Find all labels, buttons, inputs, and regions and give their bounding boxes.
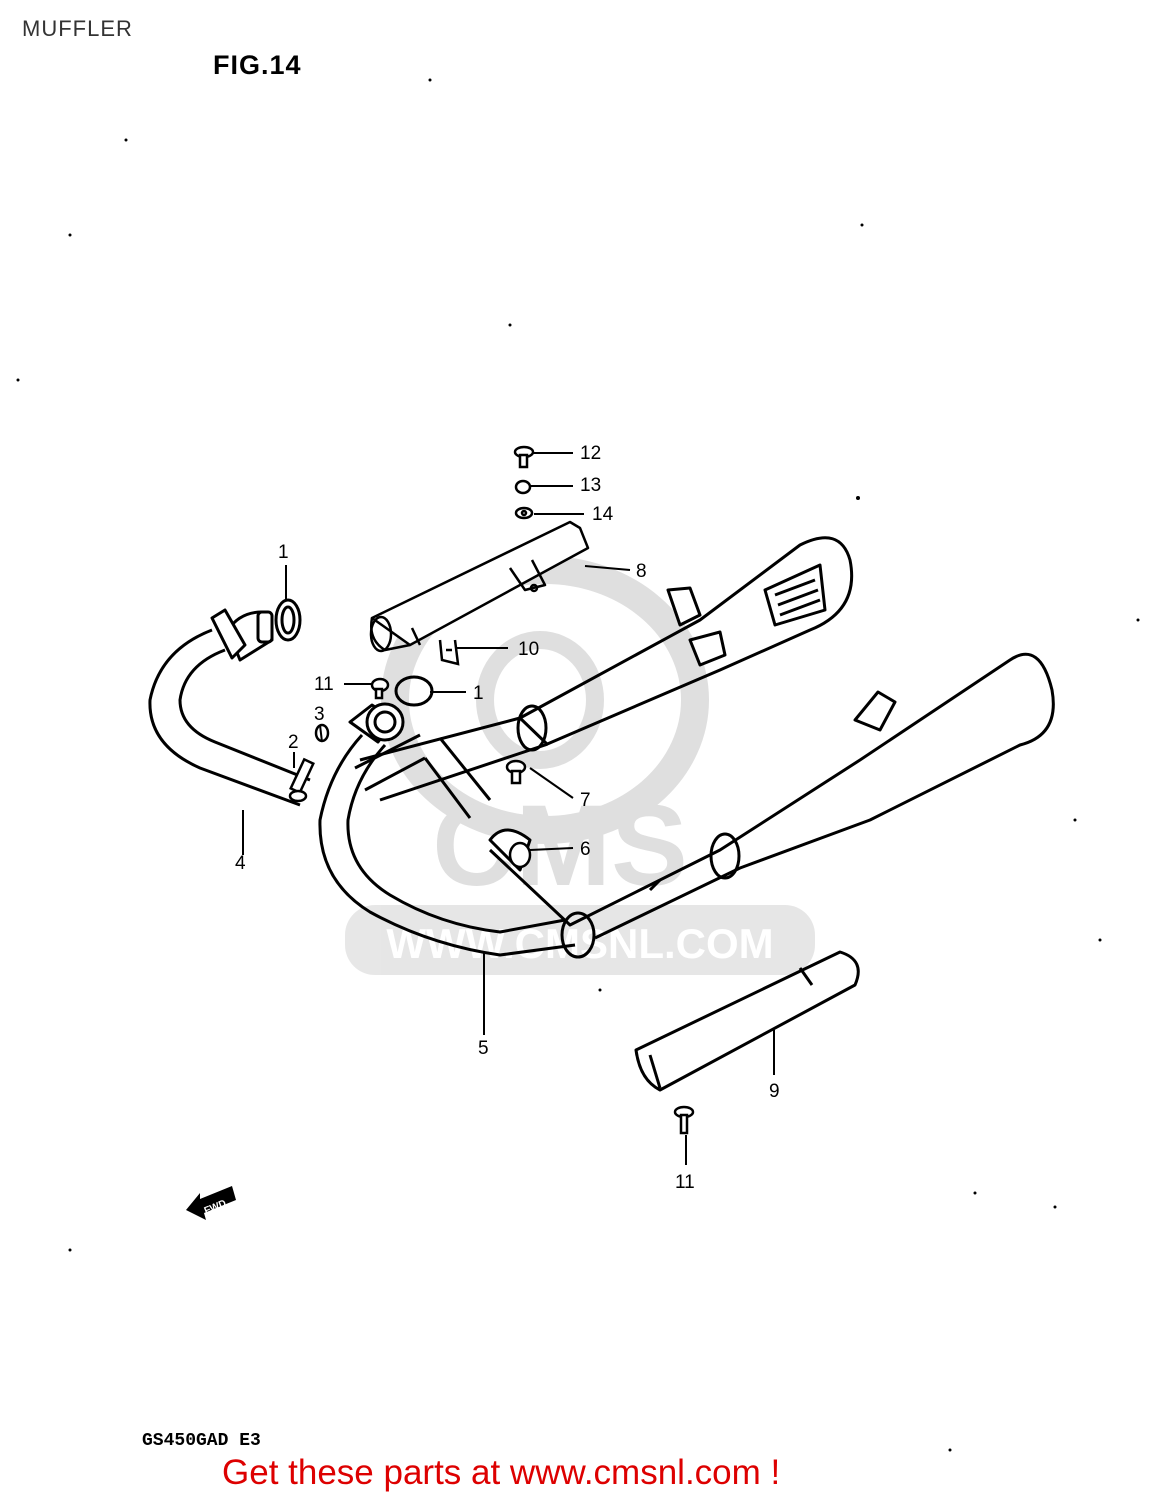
fwd-direction-arrow: FWD <box>186 1186 236 1220</box>
callout-12: 12 <box>580 443 601 464</box>
callout-9: 9 <box>769 1081 780 1102</box>
callout-5: 5 <box>478 1038 489 1059</box>
callout-6: 6 <box>580 839 591 860</box>
part-11-screw-upper <box>370 677 390 700</box>
callout-13: 13 <box>580 475 601 496</box>
part-4-exhaust-pipe-left <box>148 608 311 807</box>
part-5-exhaust-pipe-right <box>318 702 576 957</box>
callout-1-upper: 1 <box>278 542 289 563</box>
callout-4: 4 <box>235 853 246 874</box>
part-2-bolt <box>288 757 315 803</box>
model-code: GS450GAD E3 <box>142 1431 261 1451</box>
callout-14: 14 <box>592 504 614 525</box>
callout-2: 2 <box>288 732 299 753</box>
part-12-bolt <box>513 445 535 469</box>
leader-lines <box>242 452 775 1165</box>
figure-label: FIG.14 <box>213 50 302 80</box>
callout-11-lower: 11 <box>675 1172 695 1193</box>
part-1-gasket-upper <box>274 598 302 642</box>
part-10-bracket <box>438 639 460 666</box>
part-7-bolt <box>505 759 527 785</box>
part-6-clamp <box>508 841 532 869</box>
watermark-brand: CMS <box>432 782 688 910</box>
cta-link[interactable]: Get these parts at www.cmsnl.com ! <box>222 1453 781 1492</box>
callout-1-lower: 1 <box>473 683 484 704</box>
watermark-banner <box>345 905 815 975</box>
watermark-mascot-face <box>476 631 604 769</box>
part-14-washer <box>514 506 534 520</box>
part-9-heat-shield-lower <box>634 950 860 1092</box>
part-11-screw-lower <box>673 1105 695 1135</box>
part-8-heat-shield <box>369 520 590 653</box>
callout-7: 7 <box>580 790 591 811</box>
upper-silencer <box>359 536 854 802</box>
callout-8: 8 <box>636 561 647 582</box>
part-13-nut <box>514 479 532 495</box>
callout-10: 10 <box>518 639 539 660</box>
page-title: MUFFLER <box>22 16 133 41</box>
scan-specks <box>16 78 1140 1452</box>
callout-3: 3 <box>314 704 325 725</box>
callout-11-upper: 11 <box>314 674 334 695</box>
